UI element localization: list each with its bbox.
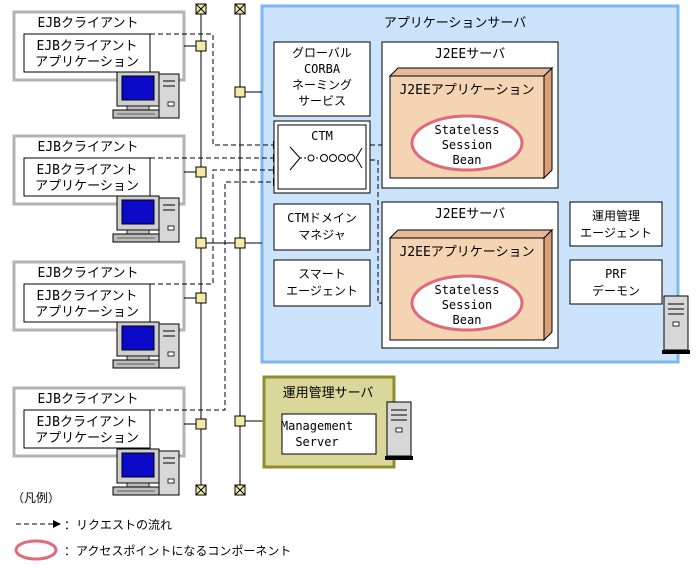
connector-icon	[234, 86, 246, 98]
corba-line4: サービス	[298, 94, 346, 108]
ejb-client-1: EJBクライアント EJBクライアント アプリケーション	[12, 10, 186, 119]
connector-icon	[234, 237, 246, 249]
ejb-client-app-line2: アプリケーション	[35, 179, 139, 194]
connector-icon	[195, 166, 207, 178]
computer-icon	[112, 448, 180, 496]
j2ee-app-title: J2EEアプリケーション	[399, 245, 534, 260]
mgmt-agent: 運用管理 エージェント	[569, 201, 663, 247]
ejb-client-3: EJBクライアント EJBクライアント アプリケーション	[12, 260, 186, 369]
server-tower-icon	[661, 295, 691, 355]
mgmt-server-title: 運用管理サーバ	[283, 386, 374, 401]
ejb-client-app-line1: EJBクライアント	[37, 39, 138, 54]
bean-line1: Stateless	[434, 123, 499, 137]
bean-line1: Stateless	[434, 283, 499, 297]
j2ee-server-1: J2EEサーバ J2EEアプリケーション Stateless Session B…	[381, 41, 559, 189]
ejb-client-app-line1: EJBクライアント	[37, 289, 138, 304]
stateless-session-bean	[410, 114, 524, 172]
ctm-domain-manager: CTMドメイン マネジャ	[273, 203, 371, 251]
mgmt-server-line2: Server	[295, 435, 338, 449]
ctm-domain-manager-line2: マネジャ	[298, 228, 345, 242]
terminator-icon	[234, 3, 246, 15]
j2ee-app-title: J2EEアプリケーション	[399, 83, 534, 98]
connector-icon	[195, 40, 207, 52]
server-tower-icon	[384, 401, 414, 461]
computer-icon	[112, 71, 180, 119]
mgmt-agent-line2: エージェント	[580, 226, 652, 240]
ejb-client-label: EJBクライアント	[38, 392, 139, 407]
ejb-client-app-line1: EJBクライアント	[37, 415, 138, 430]
bean-line2: Session	[442, 138, 493, 152]
mgmt-server-box: 運用管理サーバ Management Server	[262, 375, 396, 469]
corba-naming-service: グローバル CORBA ネーミング サービス	[273, 41, 371, 117]
ejb-client-app-box	[23, 283, 151, 323]
computer-icon	[112, 321, 180, 369]
prf-daemon-line2: デーモン	[592, 283, 640, 298]
j2ee-server-title: J2EEサーバ	[435, 207, 505, 222]
smart-agent-line1: スマート	[298, 267, 346, 281]
bean-line2: Session	[442, 298, 493, 312]
legend-request-flow: ：リクエストの流れ	[64, 518, 172, 532]
mgmt-server-line1: Management	[281, 419, 353, 433]
mgmt-agent-line1: 運用管理	[592, 208, 640, 223]
bean-line3: Bean	[453, 153, 482, 167]
prf-daemon-line1: PRF	[605, 267, 627, 281]
terminator-icon	[195, 3, 207, 15]
corba-line2: CORBA	[304, 62, 341, 76]
connector-icon	[195, 237, 207, 249]
j2ee-server-title: J2EEサーバ	[435, 47, 505, 62]
ejb-client-4: EJBクライアント EJBクライアント アプリケーション	[12, 386, 186, 496]
computer-icon	[112, 195, 180, 243]
connector-icon	[234, 415, 246, 427]
prf-daemon: PRF デーモン	[569, 259, 663, 305]
terminator-icon	[234, 484, 246, 496]
legend-access-point-ellipse	[14, 539, 58, 561]
app-server-title: アプリケーションサーバ	[384, 16, 527, 31]
ejb-client-label: EJBクライアント	[38, 16, 139, 31]
smart-agent: スマート エージェント	[273, 259, 371, 307]
ejb-client-label: EJBクライアント	[38, 140, 139, 155]
ejb-client-label: EJBクライアント	[38, 266, 139, 281]
ejb-client-app-box	[23, 409, 151, 449]
smart-agent-line2: エージェント	[286, 284, 358, 298]
stateless-session-bean	[410, 274, 524, 332]
ctm-label: CTM	[311, 129, 333, 143]
ejb-client-app-line1: EJBクライアント	[37, 163, 138, 178]
j2ee-server-2: J2EEサーバ J2EEアプリケーション Stateless Session B…	[381, 201, 559, 349]
ejb-client-app-box	[23, 33, 151, 73]
ejb-client-app-line2: アプリケーション	[35, 431, 139, 446]
ejb-client-app-line2: アプリケーション	[35, 55, 139, 70]
ejb-client-app-box	[23, 157, 151, 197]
ejb-client-app-line2: アプリケーション	[35, 305, 139, 320]
connector-icon	[195, 292, 207, 304]
corba-line1: グローバル	[292, 46, 352, 60]
connector-icon	[195, 418, 207, 430]
legend-title: （凡例）	[12, 491, 60, 505]
ctm-box: CTM	[273, 120, 371, 194]
legend-access-point: ：アクセスポイントになるコンポーネント	[64, 544, 291, 558]
ejb-client-2: EJBクライアント EJBクライアント アプリケーション	[12, 134, 186, 243]
bean-line3: Bean	[453, 313, 482, 327]
terminator-icon	[195, 484, 207, 496]
corba-line3: ネーミング	[292, 78, 352, 92]
ctm-domain-manager-line1: CTMドメイン	[287, 211, 357, 225]
